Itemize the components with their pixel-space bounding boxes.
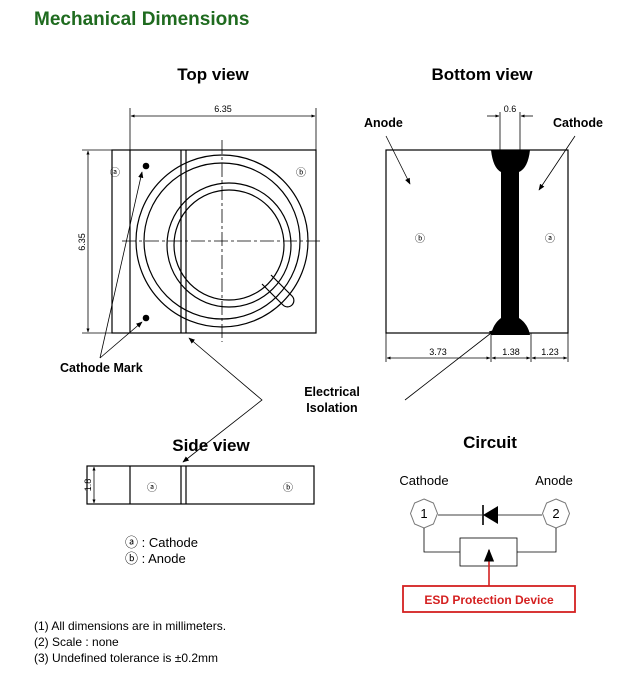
bottom-dim-mid: 1.38 xyxy=(502,347,520,357)
lens-ring-outer xyxy=(166,182,292,308)
anode-leader xyxy=(385,135,411,185)
lens-ring-inner xyxy=(173,189,285,301)
cathode-label: Cathode xyxy=(553,116,603,130)
note-1: (1) All dimensions are in millimeters. xyxy=(34,619,226,633)
bottom-dim-left: 3.73 xyxy=(429,347,447,357)
electrical-isolation: Electrical Isolation xyxy=(182,329,496,463)
pin-2-label: 2 xyxy=(552,506,559,521)
top-package-outline xyxy=(111,149,317,334)
cathode-mark-leader-bottom xyxy=(99,321,143,359)
bottom-view-heading: Bottom view xyxy=(431,65,533,84)
cathode-mark-label: Cathode Mark xyxy=(60,361,143,375)
legend-cathode: ⓐ : Cathode xyxy=(125,535,198,550)
wire-pin2-esd xyxy=(517,528,557,553)
electrical-isolation-line-1: Electrical xyxy=(304,385,360,399)
top-width-dim: 6.35 xyxy=(214,104,232,114)
top-height-dim: 6.35 xyxy=(77,233,87,251)
side-label-a: ⓐ xyxy=(147,482,157,494)
esd-label: ESD Protection Device xyxy=(424,593,554,607)
diode-symbol xyxy=(483,506,498,524)
cathode-mark-dot-top xyxy=(142,162,150,170)
isolation-leader-top-side xyxy=(182,337,263,463)
circuit-heading: Circuit xyxy=(463,433,517,452)
circuit-cathode-label: Cathode xyxy=(399,473,448,488)
top-label-b: ⓑ xyxy=(296,167,306,179)
cathode-mark-leader-top xyxy=(99,171,144,359)
cathode-leader xyxy=(538,135,576,191)
bottom-view: Bottom view 0.6 Anode Cathode ⓑ ⓐ 3.73 1… xyxy=(364,65,603,362)
side-view-heading: Side view xyxy=(172,436,250,455)
gap-dim: 0.6 xyxy=(504,104,517,114)
pin-1-label: 1 xyxy=(420,506,427,521)
bottom-label-b: ⓑ xyxy=(415,233,425,245)
side-label-b: ⓑ xyxy=(283,482,293,494)
top-label-a: ⓐ xyxy=(110,167,120,179)
bottom-dim-right: 1.23 xyxy=(541,347,559,357)
bottom-package-outline xyxy=(385,149,569,334)
legend-anode: ⓑ : Anode xyxy=(125,551,186,566)
circuit: Circuit Cathode Anode 1 2 ESD Protection… xyxy=(399,433,576,613)
bottom-label-a: ⓐ xyxy=(545,233,555,245)
cathode-mark-dot-bottom xyxy=(142,314,150,322)
isolation-strip xyxy=(491,150,530,335)
anode-label: Anode xyxy=(364,116,403,130)
note-2: (2) Scale : none xyxy=(34,635,119,649)
top-view-heading: Top view xyxy=(177,65,249,84)
ring-tab xyxy=(261,274,295,308)
electrical-isolation-line-2: Isolation xyxy=(306,401,357,415)
circuit-anode-label: Anode xyxy=(535,473,573,488)
wire-pin1-esd xyxy=(423,528,460,553)
esd-label-box xyxy=(402,585,576,613)
top-view: Top view 6.35 6.35 ⓐ ⓑ Cathode M xyxy=(60,65,322,375)
side-package-outline xyxy=(86,465,315,505)
side-height-dim: 1.8 xyxy=(83,479,93,492)
isolation-leader-bottom-view xyxy=(404,329,496,401)
side-view: Side view 1.8 ⓐ ⓑ xyxy=(83,436,315,505)
note-3: (3) Undefined tolerance is ±0.2mm xyxy=(34,651,218,665)
page-title: Mechanical Dimensions xyxy=(34,9,249,30)
